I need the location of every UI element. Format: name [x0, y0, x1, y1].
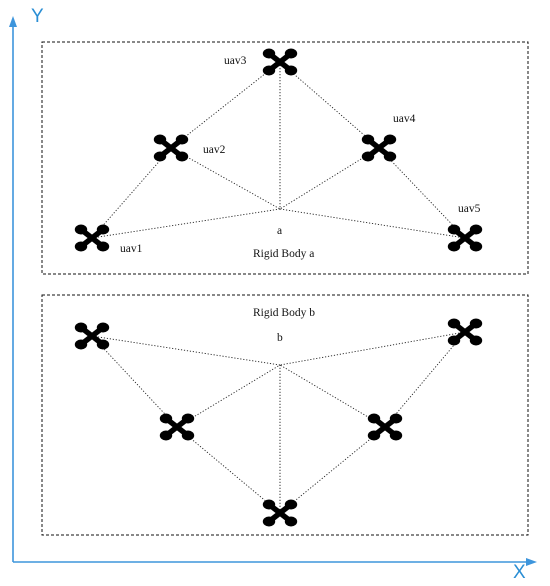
uav4-label: uav4: [393, 113, 416, 125]
rigid-body-b-drone-4-icon: [368, 414, 402, 441]
uav1-label: uav1: [120, 243, 143, 255]
rigid-body-b: Rigid Body b b: [41, 294, 529, 536]
uav2-drone-icon: [154, 135, 188, 162]
x-axis-label: X: [513, 562, 526, 583]
uav5-label: uav5: [458, 203, 481, 215]
rigid-body-a: uav1 uav2 uav3 uav4 uav5 a Rigid Body a: [41, 41, 529, 275]
rigid-body-b-drone-5-icon: [448, 319, 482, 346]
uav3-label: uav3: [224, 55, 247, 67]
centroid-a-label: a: [277, 225, 282, 237]
rigid-body-a-chain: [91, 61, 466, 239]
coordinate-axes: Y X: [9, 6, 537, 583]
x-axis-arrow-icon: [526, 558, 537, 566]
uav4-drone-icon: [362, 135, 396, 162]
y-axis-arrow-icon: [9, 16, 17, 27]
rigid-body-b-title: Rigid Body b: [253, 307, 315, 319]
rigid-body-a-title: Rigid Body a: [253, 248, 314, 260]
rigid-body-b-chain: [91, 331, 466, 514]
centroid-b-label: b: [277, 332, 283, 344]
rigid-body-b-frame: [41, 294, 529, 536]
rigid-body-b-drone-2-icon: [160, 414, 194, 441]
rigid-body-a-frame: [41, 41, 529, 275]
rigid-body-a-spokes: [91, 62, 466, 239]
rigid-body-b-spokes: [91, 331, 466, 513]
uav2-label: uav2: [203, 144, 226, 156]
uav1-drone-icon: [75, 225, 109, 252]
rigid-body-b-drone-1-icon: [75, 323, 109, 350]
uav5-drone-icon: [448, 225, 482, 252]
y-axis-label: Y: [31, 6, 44, 27]
